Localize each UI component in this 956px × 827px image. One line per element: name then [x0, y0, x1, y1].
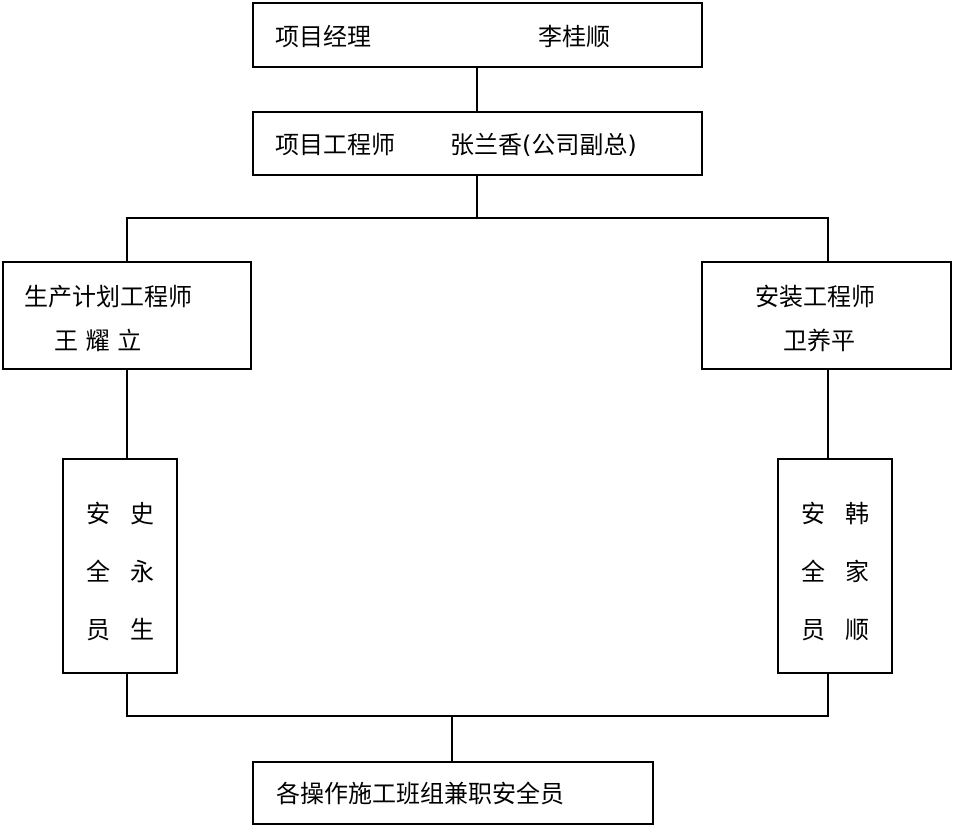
safety-officer-right-name: 韩 家 顺 — [845, 500, 869, 674]
connector-to-team-box — [451, 715, 453, 762]
role-char: 安 — [86, 500, 110, 528]
connector-engineer-down — [476, 175, 478, 218]
name-char: 史 — [130, 500, 154, 528]
project-manager-role: 项目经理 — [275, 23, 371, 51]
name-char: 家 — [845, 558, 869, 586]
name-char: 生 — [130, 616, 154, 644]
name-char: 顺 — [845, 616, 869, 644]
connector-top-horizontal — [126, 217, 829, 219]
connector-left-mid — [126, 369, 128, 459]
project-engineer-box: 项目工程师 张兰香(公司副总) — [252, 111, 703, 176]
installation-engineer-name: 卫养平 — [783, 327, 855, 355]
project-engineer-role: 项目工程师 — [275, 131, 395, 159]
installation-engineer-role: 安装工程师 — [755, 283, 875, 311]
role-char: 员 — [801, 616, 825, 644]
connector-top-left-drop — [126, 217, 128, 262]
installation-engineer-box: 安装工程师 卫养平 — [701, 261, 952, 370]
safety-officer-right-role: 安 全 员 — [801, 500, 825, 674]
connector-right-bottom — [827, 673, 829, 717]
role-char: 全 — [86, 558, 110, 586]
project-manager-box: 项目经理 李桂顺 — [252, 2, 703, 68]
role-char: 安 — [801, 500, 825, 528]
role-char: 员 — [86, 616, 110, 644]
project-engineer-name: 张兰香(公司副总) — [450, 131, 637, 159]
team-safety-label: 各操作施工班组兼职安全员 — [276, 780, 564, 808]
connector-bottom-horizontal — [126, 715, 829, 717]
role-char: 全 — [801, 558, 825, 586]
safety-officer-left-name: 史 永 生 — [130, 500, 154, 674]
safety-officer-left-box: 安 全 员 史 永 生 — [62, 458, 178, 674]
production-planning-engineer-box: 生产计划工程师 王 耀 立 — [2, 261, 252, 370]
team-safety-box: 各操作施工班组兼职安全员 — [252, 761, 654, 825]
name-char: 永 — [130, 558, 154, 586]
connector-top-right-drop — [827, 217, 829, 262]
connector-left-bottom — [126, 673, 128, 717]
project-manager-name: 李桂顺 — [538, 23, 610, 51]
safety-officer-right-box: 安 全 员 韩 家 顺 — [777, 458, 893, 674]
safety-officer-left-role: 安 全 员 — [86, 500, 110, 674]
name-char: 韩 — [845, 500, 869, 528]
production-planning-engineer-role: 生产计划工程师 — [24, 283, 192, 311]
production-planning-engineer-name: 王 耀 立 — [54, 327, 142, 355]
connector-manager-to-engineer — [476, 67, 478, 112]
connector-right-mid — [827, 369, 829, 459]
